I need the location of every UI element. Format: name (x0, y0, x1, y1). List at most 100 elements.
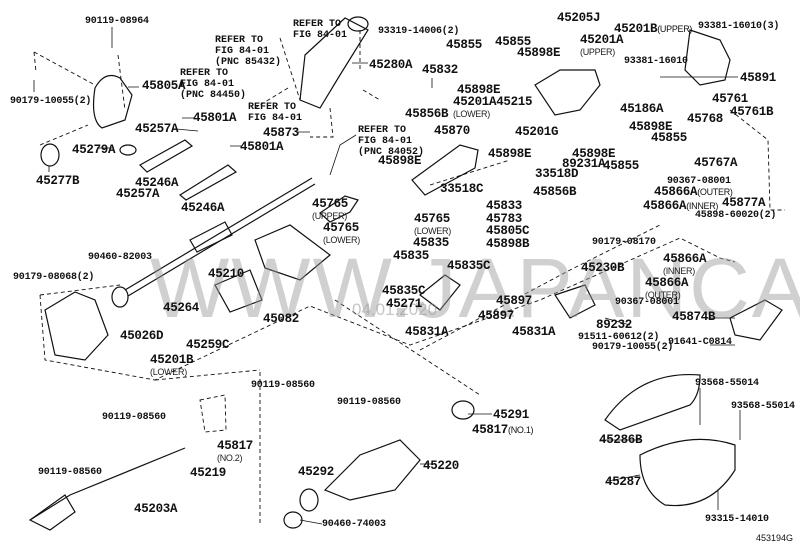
cover-45874b (729, 299, 783, 341)
part-number: 45210 (208, 267, 245, 281)
part-number-label: 45855 (495, 36, 531, 49)
part-number-label: 45287 (605, 476, 641, 489)
part-number: 45271 (386, 297, 423, 311)
figure-code: 453194G (756, 533, 794, 543)
part-number-label: 90460-74003 (322, 520, 386, 530)
part-number-label: 45203A (134, 503, 178, 516)
part-number: 45287 (605, 475, 642, 489)
part-number: 45877A (722, 196, 766, 210)
part-number-label: 45856B (533, 185, 577, 199)
part-number: 89231A (562, 157, 606, 171)
part-qualifier: (LOWER) (323, 234, 360, 245)
part-number-label: 45257A (135, 123, 179, 136)
part-number: 45286B (599, 433, 643, 447)
dashed-assembly-lines (33, 30, 785, 525)
part-number: 90119-08964 (85, 16, 149, 27)
part-number-label: 45877A (722, 196, 766, 210)
part-qualifier: (UPPER) (657, 24, 693, 34)
part-number: 45832 (422, 63, 459, 77)
part-number-label: 45874B (672, 311, 716, 324)
part-number-label: 45205J (557, 12, 601, 25)
part-number: 45220 (423, 459, 460, 473)
part-number-label: 45210 (208, 268, 244, 281)
part-number: 45856B (533, 185, 577, 199)
part-number: 45898-60020(2) (695, 210, 777, 221)
part-number: 45291 (493, 408, 530, 422)
part-number: 90179-08068(2) (13, 272, 95, 283)
part-number-label: 93315-14010 (705, 515, 769, 525)
part-number-label: 33518C (440, 182, 484, 196)
part-number: 45765 (312, 197, 349, 211)
part-qualifier: (UPPER) (312, 210, 347, 221)
part-number: 45801A (193, 111, 237, 125)
part-number-label: 45246A (181, 202, 225, 215)
part-number: 90119-08560 (38, 467, 102, 478)
part-number: 45783 (486, 212, 523, 226)
lever-45271 (419, 274, 461, 311)
part-number-label: 90119-08560 (251, 381, 315, 391)
part-number: 45898E (572, 147, 616, 161)
part-number-label: 45805C (486, 225, 530, 238)
part-number-label: 45898E (488, 148, 532, 161)
part-number: 45835C (447, 259, 491, 273)
part-number: 45264 (163, 301, 200, 315)
part-number: 45082 (263, 312, 300, 326)
part-number-label: 45801A (240, 140, 284, 154)
column-bracket-45082 (254, 224, 331, 281)
part-number-label: 45866A(INNER) (663, 253, 707, 276)
part-number: 45768 (687, 112, 724, 126)
part-number-label: 45832 (422, 64, 458, 77)
part-number: 45898E (517, 46, 561, 60)
part-number: 45835 (413, 236, 450, 250)
column-tube-45280a (299, 17, 369, 109)
part-number-label: 45873 (263, 127, 299, 140)
part-number-label: 45898B (486, 237, 530, 251)
part-number: 45866A (654, 185, 698, 199)
part-number-label: 45801A (193, 111, 237, 125)
part-number: 90179-10055(2) (10, 96, 92, 107)
part-number: 45873 (263, 126, 300, 140)
part-number-label: 45817(NO.2) (217, 440, 253, 463)
part-number: 45835 (393, 249, 430, 263)
upper-cover-45286b (604, 373, 701, 431)
part-number-label: 90119-08560 (337, 398, 401, 408)
part-number: 89232 (596, 318, 633, 332)
part-number: 45257A (116, 187, 160, 201)
part-number: 90119-08560 (102, 412, 166, 423)
part-number-label: 45765(LOWER) (414, 213, 451, 236)
part-number: 91511-60612(2) (578, 332, 660, 343)
part-qualifier: (LOWER) (150, 366, 187, 377)
part-number-label: 45866A(OUTER) (645, 276, 689, 300)
part-number: 45898B (486, 237, 530, 251)
part-number-label: 45219 (190, 467, 226, 480)
part-number: 33518C (440, 182, 484, 196)
reference-note: REFER TO FIG 84-01 (248, 102, 303, 124)
part-number: 45201G (515, 125, 559, 139)
part-number-label: 45246A (135, 177, 179, 190)
part-number-label: 45291 (493, 409, 529, 422)
part-number: 45201B (614, 22, 658, 36)
part-qualifier: (LOWER) (453, 108, 490, 119)
part-number-label: 90179-10055(2) (10, 97, 91, 107)
part-number: 45801A (240, 140, 284, 154)
part-number: 45201A45215 (453, 95, 533, 109)
part-number: 45866A (645, 276, 689, 290)
part-number-label: 45805A (142, 80, 186, 93)
part-number-label: 45271 (386, 298, 422, 311)
part-number: 45280A (369, 58, 413, 72)
part-number: 45292 (298, 465, 335, 479)
part-number-label: 45279A (72, 144, 116, 157)
part-number: 45891 (740, 71, 777, 85)
part-number-label: 90179-08170 (592, 238, 656, 248)
part-qualifier: (LOWER) (414, 225, 451, 236)
lower-cover-45287 (639, 438, 736, 507)
part-number: 45855 (446, 38, 483, 52)
part-number-label: 45891 (740, 72, 776, 85)
part-number-label: 93381-16010(3) (698, 22, 779, 32)
intermediate-shaft-45203a (29, 447, 186, 521)
bushing-45277b (40, 143, 60, 167)
part-number-label: 45026D (120, 330, 164, 343)
bracket-45891 (684, 29, 731, 86)
bracket-45805a (92, 75, 133, 129)
part-number-label: 90367-08001 (615, 298, 679, 308)
